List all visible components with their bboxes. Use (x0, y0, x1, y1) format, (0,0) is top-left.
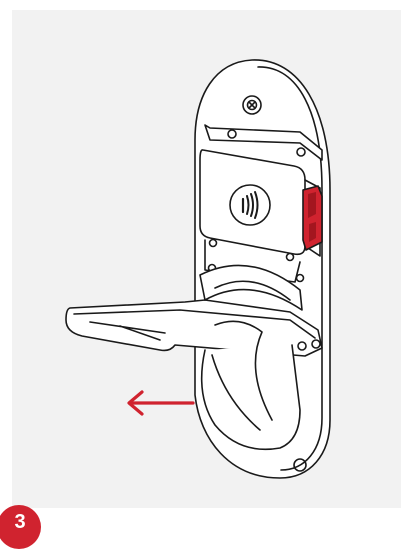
lever-rose (199, 264, 303, 311)
step-number-badge: 3 (0, 505, 41, 549)
lever-rose-inner (214, 280, 291, 301)
rim-screw-right (296, 147, 306, 157)
cover-rim (204, 124, 323, 161)
smart-lock-illustration (65, 59, 331, 479)
module-screw-2 (285, 252, 295, 262)
bottom-hole (293, 458, 307, 472)
lever-pivot-1 (297, 341, 307, 351)
rim-screw-left (227, 129, 237, 139)
base-screw-2 (295, 273, 305, 283)
step-number-label: 3 (14, 511, 26, 533)
mortise-inner-1 (214, 320, 273, 421)
top-screw (242, 95, 262, 115)
nfc-contactless-icon (229, 184, 271, 226)
lever-grip-crease (89, 321, 166, 341)
release-latch-highlight (302, 185, 323, 251)
mortise-opening (200, 344, 301, 451)
lever-handle-edge (73, 309, 316, 339)
left-arrow-icon (127, 390, 195, 416)
lever-pivot-2 (311, 339, 321, 349)
module-screw-1 (208, 238, 218, 248)
mortise-inner-2 (211, 354, 261, 431)
